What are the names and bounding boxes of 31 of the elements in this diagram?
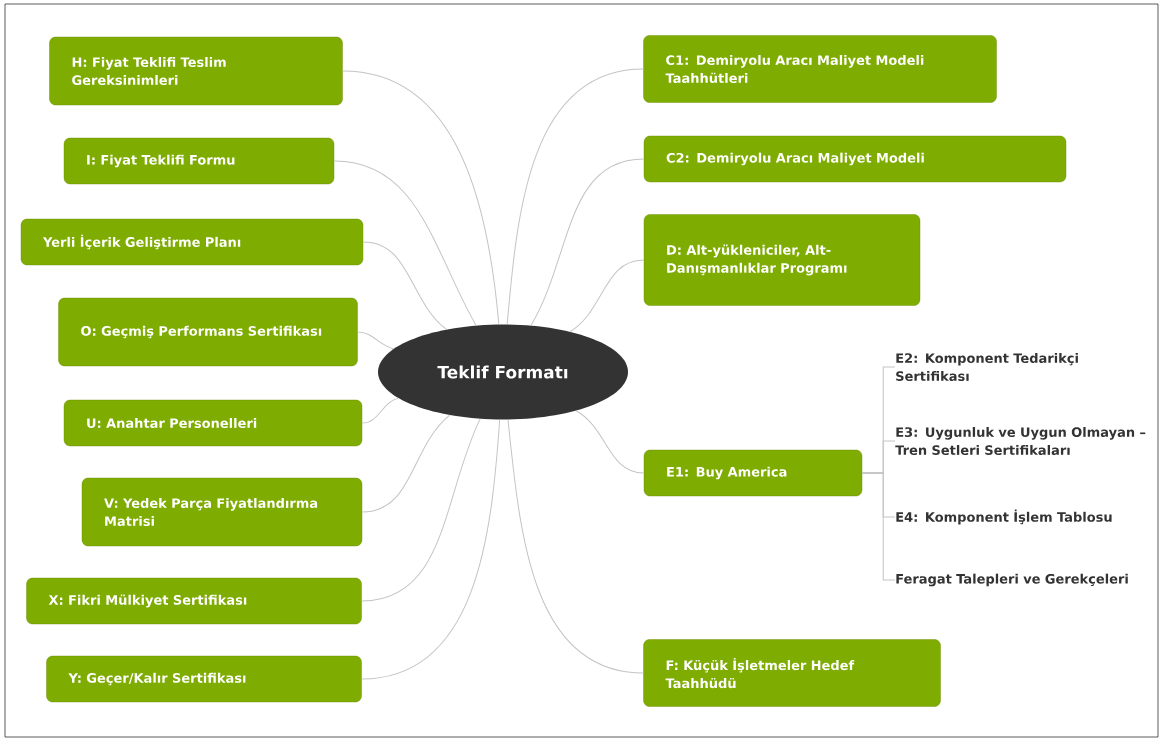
- subtopic-text: E4: Komponent İşlem Tablosu: [896, 509, 1112, 525]
- topic-box: H: Fiyat Teklifi Teslim Gereksinimleri: [49, 36, 343, 106]
- connector-line: [569, 259, 645, 333]
- connector-line: [361, 418, 481, 602]
- topic-box: V: Yedek Parça Fiyatlandırma Matrisi: [81, 477, 363, 547]
- connector-line: [361, 419, 501, 680]
- connector-line: [507, 419, 644, 674]
- topic-box: C1: Demiryolu Aracı Maliyet Modeli Taahhütleri: [643, 35, 997, 103]
- topic-box: U: Anahtar Personelleri: [63, 399, 363, 447]
- topic-box: D: Alt-yükleniciler, Alt-Danışmanlıklar Programı: [643, 214, 921, 306]
- topic-box: O: Geçmiş Performans Sertifikası: [58, 297, 358, 367]
- connector-line: [361, 414, 451, 513]
- connector-line: [342, 70, 500, 325]
- topic-box: C2: Demiryolu Aracı Maliyet Modeli: [643, 135, 1067, 183]
- subtopic-text: Feragat Talepleri ve Gerekçeleri: [896, 573, 1128, 587]
- subtopic-text: E3: Uygunluk ve Uygun Olmayan – Tren Setleri Sertifikaları: [895, 426, 1146, 456]
- connector-line: [506, 68, 644, 325]
- topic-box: Yerli İçerik Geliştirme Planı: [20, 218, 364, 266]
- connector-line: [333, 160, 477, 326]
- subtopic-text: E2: Komponent Tedarikçi Sertifikası: [896, 352, 1078, 382]
- connector-line: [357, 331, 395, 350]
- connector-line: [575, 410, 645, 474]
- connector-line: [361, 397, 399, 424]
- connector-line: [530, 158, 645, 326]
- bracket-line: [861, 472, 896, 581]
- topic-box: E1: Buy America: [643, 449, 863, 497]
- topic-box: I: Fiyat Teklifi Formu: [63, 137, 335, 185]
- topic-box: F: Küçük İşletmeler Hedef Taahhüdü: [643, 639, 941, 707]
- topic-box: Y: Geçer/Kalır Sertifikası: [46, 655, 362, 703]
- topic-box: X: Fikri Mülkiyet Sertifikası: [26, 577, 362, 625]
- connector-line: [362, 241, 447, 330]
